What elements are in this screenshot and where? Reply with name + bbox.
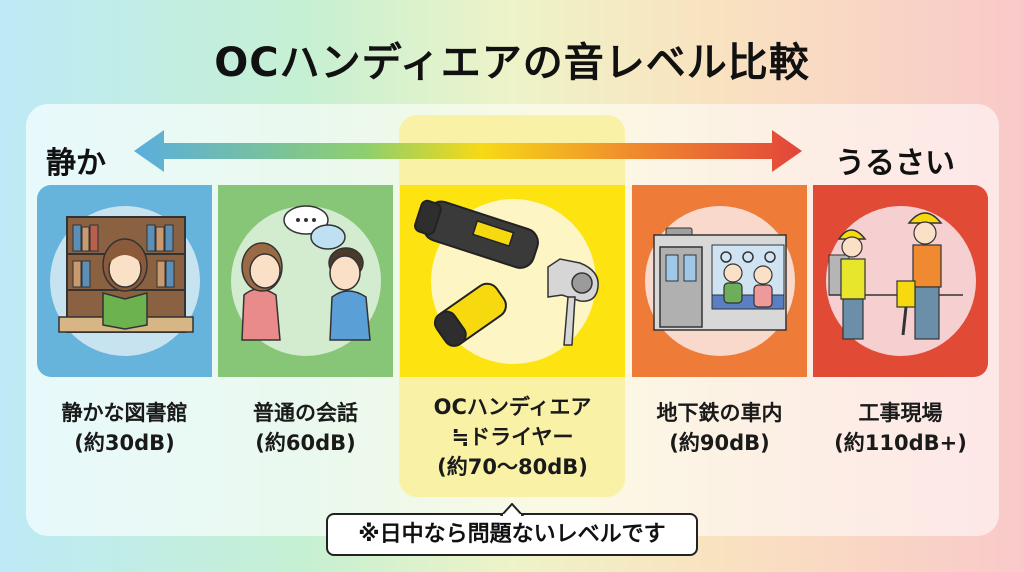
subway-train-icon [653, 227, 787, 331]
card-oc-handy-air [400, 185, 625, 377]
label-conversation-level: (約60dB) [255, 431, 356, 455]
card-construction [813, 185, 988, 377]
card-subway [632, 185, 807, 377]
conversation-icon [241, 205, 371, 341]
label-conversation: 普通の会話 (約60dB) [218, 398, 393, 458]
card-conversation [218, 185, 393, 377]
library-reading-icon [58, 216, 194, 333]
label-conversation-name: 普通の会話 [253, 401, 358, 425]
handy-air-and-dryer-icon [414, 199, 599, 347]
label-oc-handy-air-level: (約70〜80dB) [437, 455, 588, 479]
quiet-label: 静か [46, 146, 106, 181]
label-library: 静かな図書館 (約30dB) [37, 398, 212, 458]
label-construction-level: (約110dB+) [834, 431, 967, 455]
callout-tail-icon [500, 503, 524, 516]
label-oc-handy-air: OCハンディエア ≒ドライヤー (約70〜80dB) [400, 392, 625, 482]
page-title: OCハンディエアの音レベル比較 [214, 40, 810, 86]
label-library-name: 静かな図書館 [61, 401, 188, 425]
label-subway: 地下鉄の車内 (約90dB) [632, 398, 807, 458]
label-oc-handy-air-compare: ≒ドライヤー [451, 425, 574, 449]
label-oc-handy-air-name: OCハンディエア [433, 395, 592, 419]
label-construction: 工事現場 (約110dB+) [813, 398, 988, 458]
label-subway-level: (約90dB) [669, 431, 770, 455]
loudness-arrow-icon [134, 130, 802, 172]
label-subway-name: 地下鉄の車内 [656, 401, 783, 425]
construction-workers-icon [828, 212, 963, 340]
label-construction-name: 工事現場 [858, 401, 943, 425]
loud-label: うるさい [835, 146, 955, 181]
card-library [37, 185, 212, 377]
label-library-level: (約30dB) [74, 431, 175, 455]
note-callout: ※日中なら問題ないレベルです [326, 513, 698, 556]
